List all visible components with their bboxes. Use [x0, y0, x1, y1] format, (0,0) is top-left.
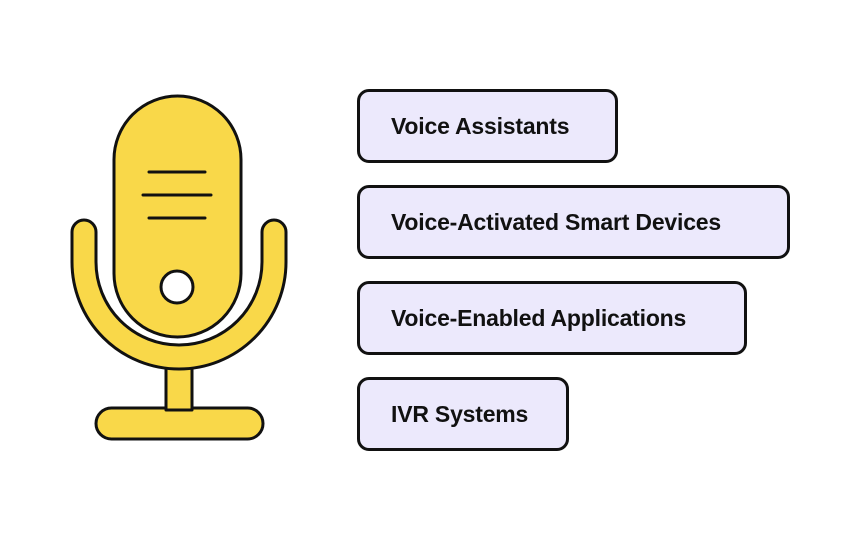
voice-technology-list: Voice Assistants Voice-Activated Smart D…: [357, 89, 790, 473]
mic-holder: [70, 218, 288, 371]
label-ivr-systems: IVR Systems: [357, 377, 569, 451]
mic-base: [94, 406, 265, 441]
label-voice-activated-smart-devices: Voice-Activated Smart Devices: [357, 185, 790, 259]
label-voice-assistants: Voice Assistants: [357, 89, 618, 163]
mic-hole: [159, 269, 195, 305]
mic-stand: [164, 366, 194, 412]
label-voice-enabled-applications: Voice-Enabled Applications: [357, 281, 747, 355]
